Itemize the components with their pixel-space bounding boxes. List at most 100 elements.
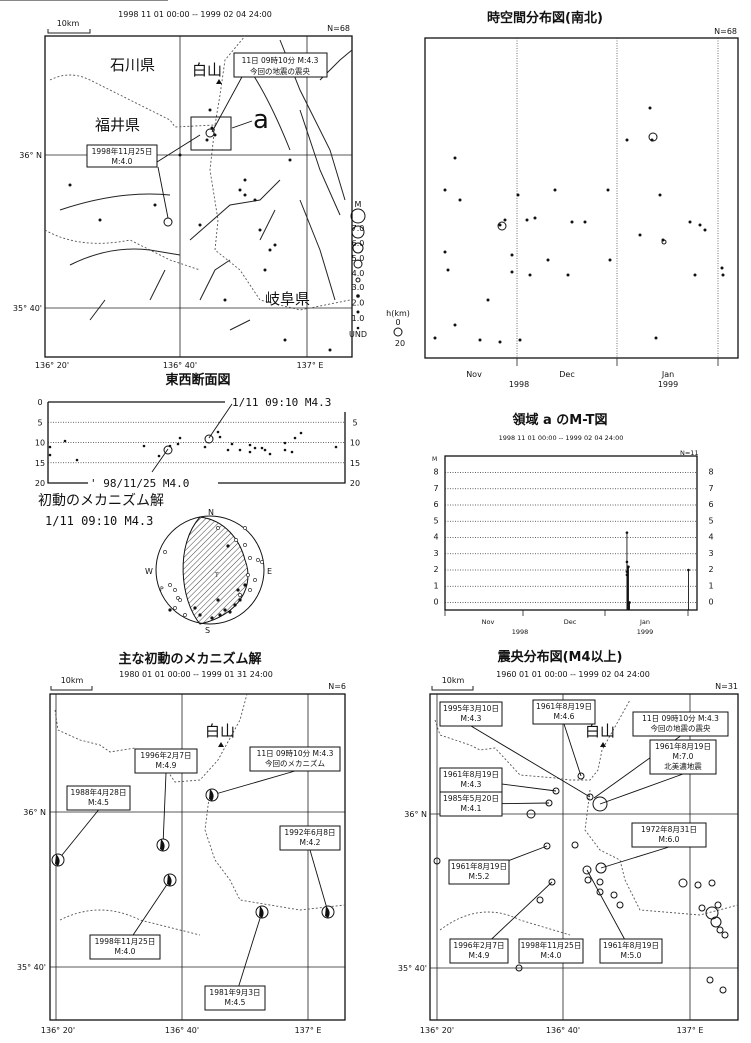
m4-epicenter-circle [536,896,544,904]
spacetime-dot [498,223,502,227]
label-gifu: 岐阜県 [265,290,310,308]
hypocenter-dot [248,443,252,447]
depth-tick-right: 20 [350,479,360,488]
depth-legend-title: h(km) [386,309,410,318]
spacetime-dot [510,253,514,257]
callout-box [599,938,663,964]
mainshock-circle [205,128,215,138]
callout-leader [599,773,684,805]
callout-line: M:4.5 [225,998,246,1007]
epicenter-dot [68,183,72,187]
dilatation-point [216,526,220,530]
hypocenter-dot [168,444,172,448]
lon-label: 137° E [297,361,324,370]
hypocenter-dot [268,452,272,456]
m4-epicenter-circle [548,878,556,886]
epicenter-dot [198,223,202,227]
prefecture-border [49,35,246,128]
spacetime-dot [654,336,658,340]
callout-box [439,701,503,727]
spacetime-dot [446,268,450,272]
hypocenter-dot [334,445,338,449]
y-tick-label-right: 8 [708,468,713,477]
mountain-icon [216,79,222,84]
callout-box [279,825,341,851]
callout-leader [211,770,296,796]
mt-count: N=11 [680,449,699,457]
dilatation-point [248,556,252,560]
east-label: E [267,567,272,576]
spacetime-title: 時空間分布図(南北) [487,10,603,26]
epicenter-dot [243,178,247,182]
lon-label: 136° 20' [35,361,69,370]
callout-line: 1961年8月19日 [536,701,592,711]
callout-leader [211,74,244,133]
annotation-mainshock: 1/11 09:10 M4.3 [232,396,331,409]
prefecture-border [209,124,351,311]
callout-line1: 11日 09時10分 M:4.3 [242,56,319,65]
lon-label: 136° 20' [41,1026,75,1035]
callout-mainshock: 11日 09時10分 M:4.3 今回の地震の震央 [233,52,328,78]
callout-box [89,934,161,960]
dilatation-point [168,583,172,587]
epicenter-dot [153,203,157,207]
scale-label: 10km [442,676,465,685]
m4-epicenter-circle [678,878,688,888]
lon-label: 136° 40' [546,1026,580,1035]
m4-epicenter-circle [577,772,585,780]
m4-epicenter-circle [708,879,716,887]
m4-epicenter-circle [582,865,592,875]
beachball-quadrant [55,854,60,866]
spacetime-dot [606,188,610,192]
beachball-quadrant [259,906,264,918]
callout-box [632,711,729,737]
callout-leader [586,869,632,952]
callout-box [518,938,584,964]
y-tick-label-right: 5 [708,516,713,525]
y-tick-label-right: 0 [708,598,713,607]
compression-point [198,613,202,617]
callout-box [66,785,131,811]
epicenter-dot [243,193,247,197]
hypocenter-dot [63,439,67,443]
spacetime-dot [518,338,522,342]
legend-value: 3.0 [352,283,365,292]
callout-line: 1961年8月19日 [451,861,507,871]
m4-epicenter-circle [719,986,727,994]
callout-line: M:4.3 [461,714,482,723]
y-tick-label-right: 3 [708,549,713,558]
y-tick-label-right: 2 [708,565,713,574]
mt-period: 1998 11 01 00:00 -- 1999 02 04 24:00 [499,434,624,442]
hypocenter-dots [48,430,338,462]
callout-line: M:4.1 [461,804,482,813]
lat-label: 36° N [19,151,42,160]
spacetime-dot [458,198,462,202]
beachball-quadrant [325,906,330,918]
spacetime-dot [608,258,612,262]
depth-legend-circle [393,327,403,337]
fault-line [189,179,281,241]
west-label: W [145,567,153,576]
callout-leader [309,849,329,913]
event-circle [163,445,173,455]
compression-point [193,606,197,610]
lat-label: 35° 40' [398,964,427,973]
scale-label: 10km [57,19,80,28]
lat-label: 36° N [23,808,46,817]
depth-tick-right: 5 [352,418,357,427]
callout-leader [470,725,591,798]
compression-point [210,616,214,620]
prefecture-border [434,699,631,781]
callout-line: 1998年11月25日 [95,936,156,946]
mt-title: 領域 a のM-T図 [512,412,607,428]
epicenter-dot [98,218,102,222]
callout-line: M:4.9 [156,761,177,770]
callout-line: 今回のメカニズム [265,758,325,768]
dilatation-point [243,526,247,530]
